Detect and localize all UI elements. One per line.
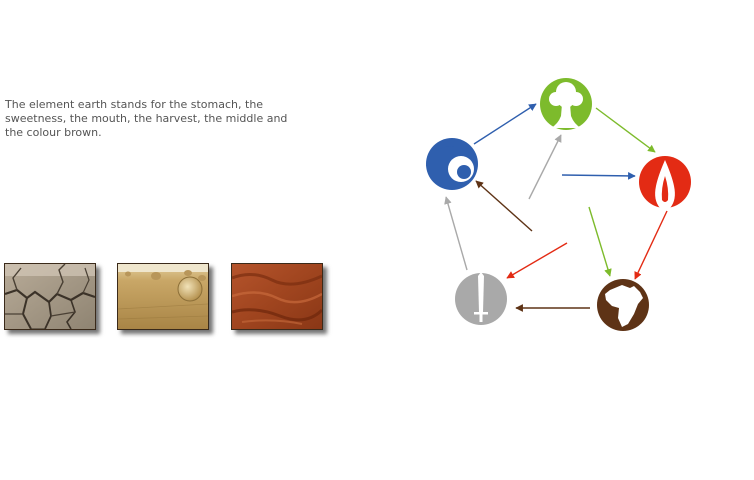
arrow-fire-to-earth: [634, 210, 668, 280]
hay-bales-photo: [117, 263, 209, 330]
fire-element: [639, 156, 691, 208]
tree-icon: [549, 82, 583, 128]
arrow-wood-to-earth: [588, 206, 612, 277]
earth-description: The element earth stands for the stomach…: [5, 98, 288, 139]
arrow-water-to-fire: [561, 172, 636, 180]
water-element: [426, 138, 478, 190]
flame-icon: [655, 160, 675, 208]
sword-icon: [474, 272, 488, 322]
arrow-wood-to-fire: [595, 107, 656, 153]
arrow-earth-to-water: [475, 180, 533, 232]
arrow-water-to-wood: [473, 103, 537, 145]
cracked-earth-photo: [4, 263, 96, 330]
wood-element: [540, 78, 592, 130]
africa-map-icon: [605, 285, 643, 327]
metal-element: [455, 272, 507, 325]
red-soil-photo: [231, 263, 323, 330]
earth-element: [597, 279, 649, 331]
arrow-metal-to-wood: [528, 134, 562, 200]
water-wave-icon: [426, 146, 474, 182]
arrow-fire-to-metal: [506, 242, 568, 279]
arrow-metal-to-water: [444, 196, 468, 271]
